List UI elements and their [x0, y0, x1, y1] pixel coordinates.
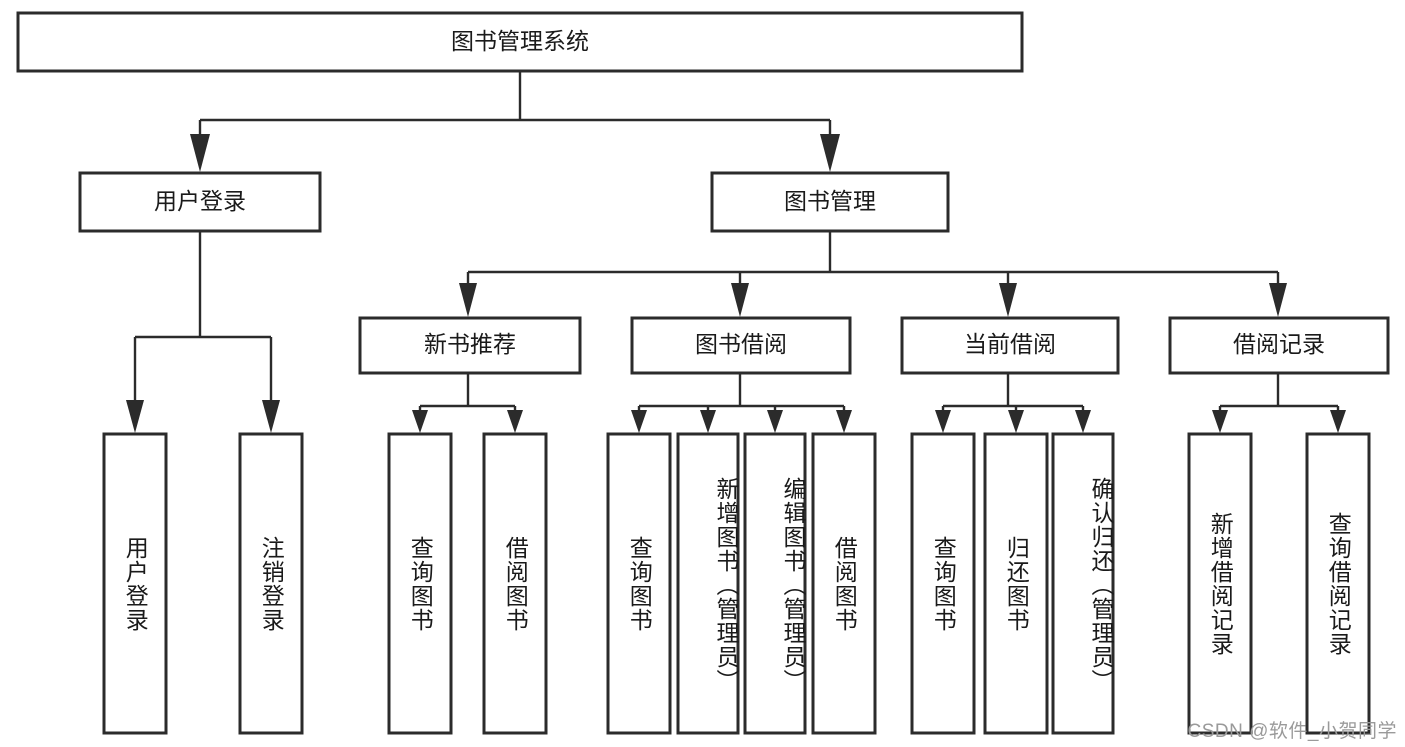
node-borrow-record-label: 借阅记录: [1233, 331, 1325, 357]
node-user-login-label: 用户登录: [154, 188, 246, 214]
arrow-head-leaf-logout: [262, 400, 280, 433]
node-leaf-search-books-rec[interactable]: [387, 432, 453, 735]
arrow-head-leaf-search-books-rec: [412, 410, 428, 433]
arrow-head-leaf-add-book-admin: [700, 410, 716, 433]
node-boxes: 图书管理系统 用户登录 图书管理 新书推荐 图书借阅 当前借阅 借阅记录: [16, 11, 1390, 735]
node-book-management-label: 图书管理: [784, 188, 876, 214]
node-root[interactable]: [16, 11, 1024, 73]
arrow-head-leaf-borrow-books: [836, 410, 852, 433]
arrow-head-leaf-confirm-return-admin: [1075, 410, 1091, 433]
node-user-login[interactable]: [78, 171, 322, 233]
arrow-head-new-book-recommend: [459, 283, 477, 317]
connector-group-user-login: [126, 231, 280, 433]
node-leaf-confirm-return-admin[interactable]: [1051, 432, 1115, 735]
arrow-head-leaf-search-books-borrow: [631, 410, 647, 433]
node-book-borrow[interactable]: [630, 316, 852, 375]
node-leaf-return-books[interactable]: [983, 432, 1049, 735]
connector-group-current-borrow: [935, 373, 1091, 433]
node-book-management[interactable]: [710, 171, 950, 233]
arrow-head-borrow-record: [1269, 283, 1287, 317]
arrow-head-leaf-query-borrow-record: [1330, 410, 1346, 433]
connector-group-book-borrow: [631, 373, 852, 433]
node-leaf-add-book-admin[interactable]: [676, 432, 740, 735]
connector-group-root: [190, 71, 840, 172]
connector-group-new-book-recommend: [412, 373, 523, 433]
arrow-head-book-borrow: [731, 283, 749, 317]
arrow-head-leaf-return-books: [1008, 410, 1024, 433]
node-new-book-recommend-label: 新书推荐: [424, 331, 516, 357]
node-leaf-add-borrow-record[interactable]: [1187, 432, 1253, 735]
node-leaf-search-books-borrow[interactable]: [606, 432, 672, 735]
arrow-head-leaf-add-borrow-record: [1212, 410, 1228, 433]
node-borrow-record[interactable]: [1168, 316, 1390, 375]
node-leaf-borrow-books[interactable]: [811, 432, 877, 735]
arrow-head-user-login: [190, 134, 210, 172]
node-current-borrow[interactable]: [900, 316, 1120, 375]
node-leaf-borrow-books-rec[interactable]: [482, 432, 548, 735]
arrow-head-leaf-borrow-books-rec: [507, 410, 523, 433]
connector-group-book-management: [459, 231, 1287, 317]
node-leaf-user-login[interactable]: [102, 432, 168, 735]
csdn-watermark: CSDN @软件_小贺同学: [1187, 721, 1397, 742]
arrow-head-leaf-edit-book-admin: [767, 410, 783, 433]
node-new-book-recommend[interactable]: [358, 316, 582, 375]
node-current-borrow-label: 当前借阅: [964, 331, 1056, 357]
node-leaf-edit-book-admin[interactable]: [743, 432, 807, 735]
arrow-head-book-management: [820, 134, 840, 172]
arrow-head-leaf-search-books-current: [935, 410, 951, 433]
arrow-head-current-borrow: [999, 283, 1017, 317]
connector-group-borrow-record: [1212, 373, 1346, 433]
node-root-label: 图书管理系统: [451, 28, 589, 54]
arrow-head-leaf-user-login: [126, 400, 144, 433]
node-leaf-query-borrow-record[interactable]: [1305, 432, 1371, 735]
node-leaf-logout[interactable]: [238, 432, 304, 735]
node-leaf-search-books-current[interactable]: [910, 432, 976, 735]
node-book-borrow-label: 图书借阅: [695, 331, 787, 357]
